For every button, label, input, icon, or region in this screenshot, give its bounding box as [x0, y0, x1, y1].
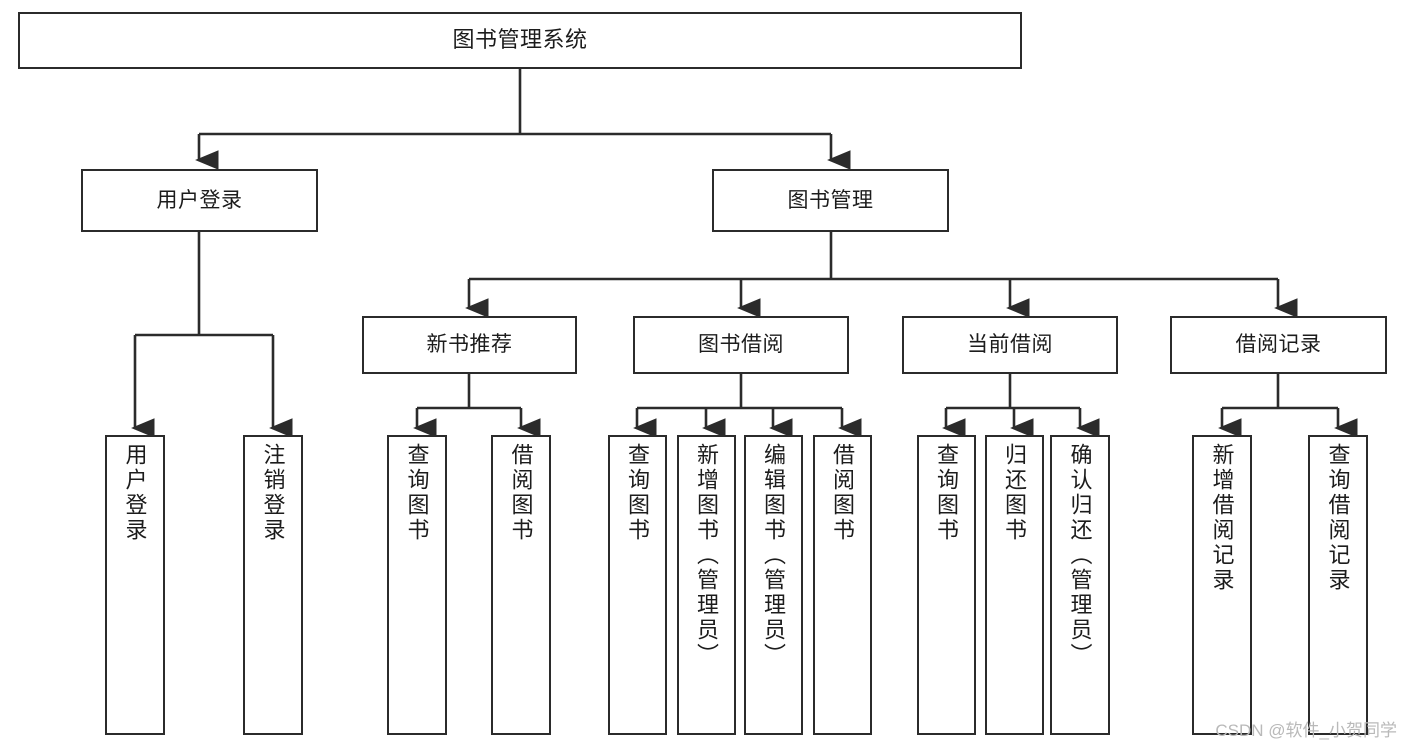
node-label: 查询图书: [404, 443, 430, 543]
node-label: 查询图书: [934, 443, 960, 543]
node-label: 当前借阅: [967, 333, 1053, 357]
node-label: 借阅图书: [830, 443, 856, 543]
node-book-management[interactable]: 图书管理: [712, 169, 949, 232]
node-label: 确认归还（管理员）: [1067, 443, 1093, 668]
node-label: 编辑图书（管理员）: [761, 443, 787, 668]
node-borrow-record[interactable]: 借阅记录: [1170, 316, 1387, 374]
leaf-borrow-book-recommend[interactable]: 借阅图书: [491, 435, 551, 735]
leaf-borrow-book-borrow[interactable]: 借阅图书: [813, 435, 872, 735]
node-label: 新增借阅记录: [1209, 443, 1235, 593]
node-label: 查询借阅记录: [1325, 443, 1351, 593]
watermark-text: CSDN @软件_小贺同学: [1215, 721, 1397, 740]
node-label: 查询图书: [625, 443, 651, 543]
leaf-query-book-current[interactable]: 查询图书: [917, 435, 976, 735]
node-label: 注销登录: [260, 443, 286, 543]
node-label: 图书借阅: [698, 333, 784, 357]
node-root-system[interactable]: 图书管理系统: [18, 12, 1022, 69]
leaf-user-login[interactable]: 用户登录: [105, 435, 165, 735]
node-label: 归还图书: [1002, 443, 1028, 543]
leaf-edit-book-admin[interactable]: 编辑图书（管理员）: [744, 435, 803, 735]
node-label: 新书推荐: [426, 333, 513, 357]
node-label: 新增图书（管理员）: [694, 443, 720, 668]
node-label: 图书管理系统: [452, 27, 588, 53]
leaf-query-borrow-record[interactable]: 查询借阅记录: [1308, 435, 1368, 735]
leaf-logout-login[interactable]: 注销登录: [243, 435, 303, 735]
leaf-query-book-borrow[interactable]: 查询图书: [608, 435, 667, 735]
leaf-confirm-return-admin[interactable]: 确认归还（管理员）: [1050, 435, 1110, 735]
leaf-return-book[interactable]: 归还图书: [985, 435, 1044, 735]
node-label: 用户登录: [156, 188, 243, 212]
node-label: 借阅图书: [508, 443, 534, 543]
leaf-query-book-recommend[interactable]: 查询图书: [387, 435, 447, 735]
node-book-borrow[interactable]: 图书借阅: [633, 316, 849, 374]
node-label: 图书管理: [787, 188, 874, 212]
node-label: 用户登录: [122, 443, 148, 543]
node-new-book-recommend[interactable]: 新书推荐: [362, 316, 577, 374]
node-user-login[interactable]: 用户登录: [81, 169, 318, 232]
node-label: 借阅记录: [1235, 333, 1322, 357]
leaf-add-book-admin[interactable]: 新增图书（管理员）: [677, 435, 736, 735]
node-current-borrow[interactable]: 当前借阅: [902, 316, 1118, 374]
leaf-add-borrow-record[interactable]: 新增借阅记录: [1192, 435, 1252, 735]
